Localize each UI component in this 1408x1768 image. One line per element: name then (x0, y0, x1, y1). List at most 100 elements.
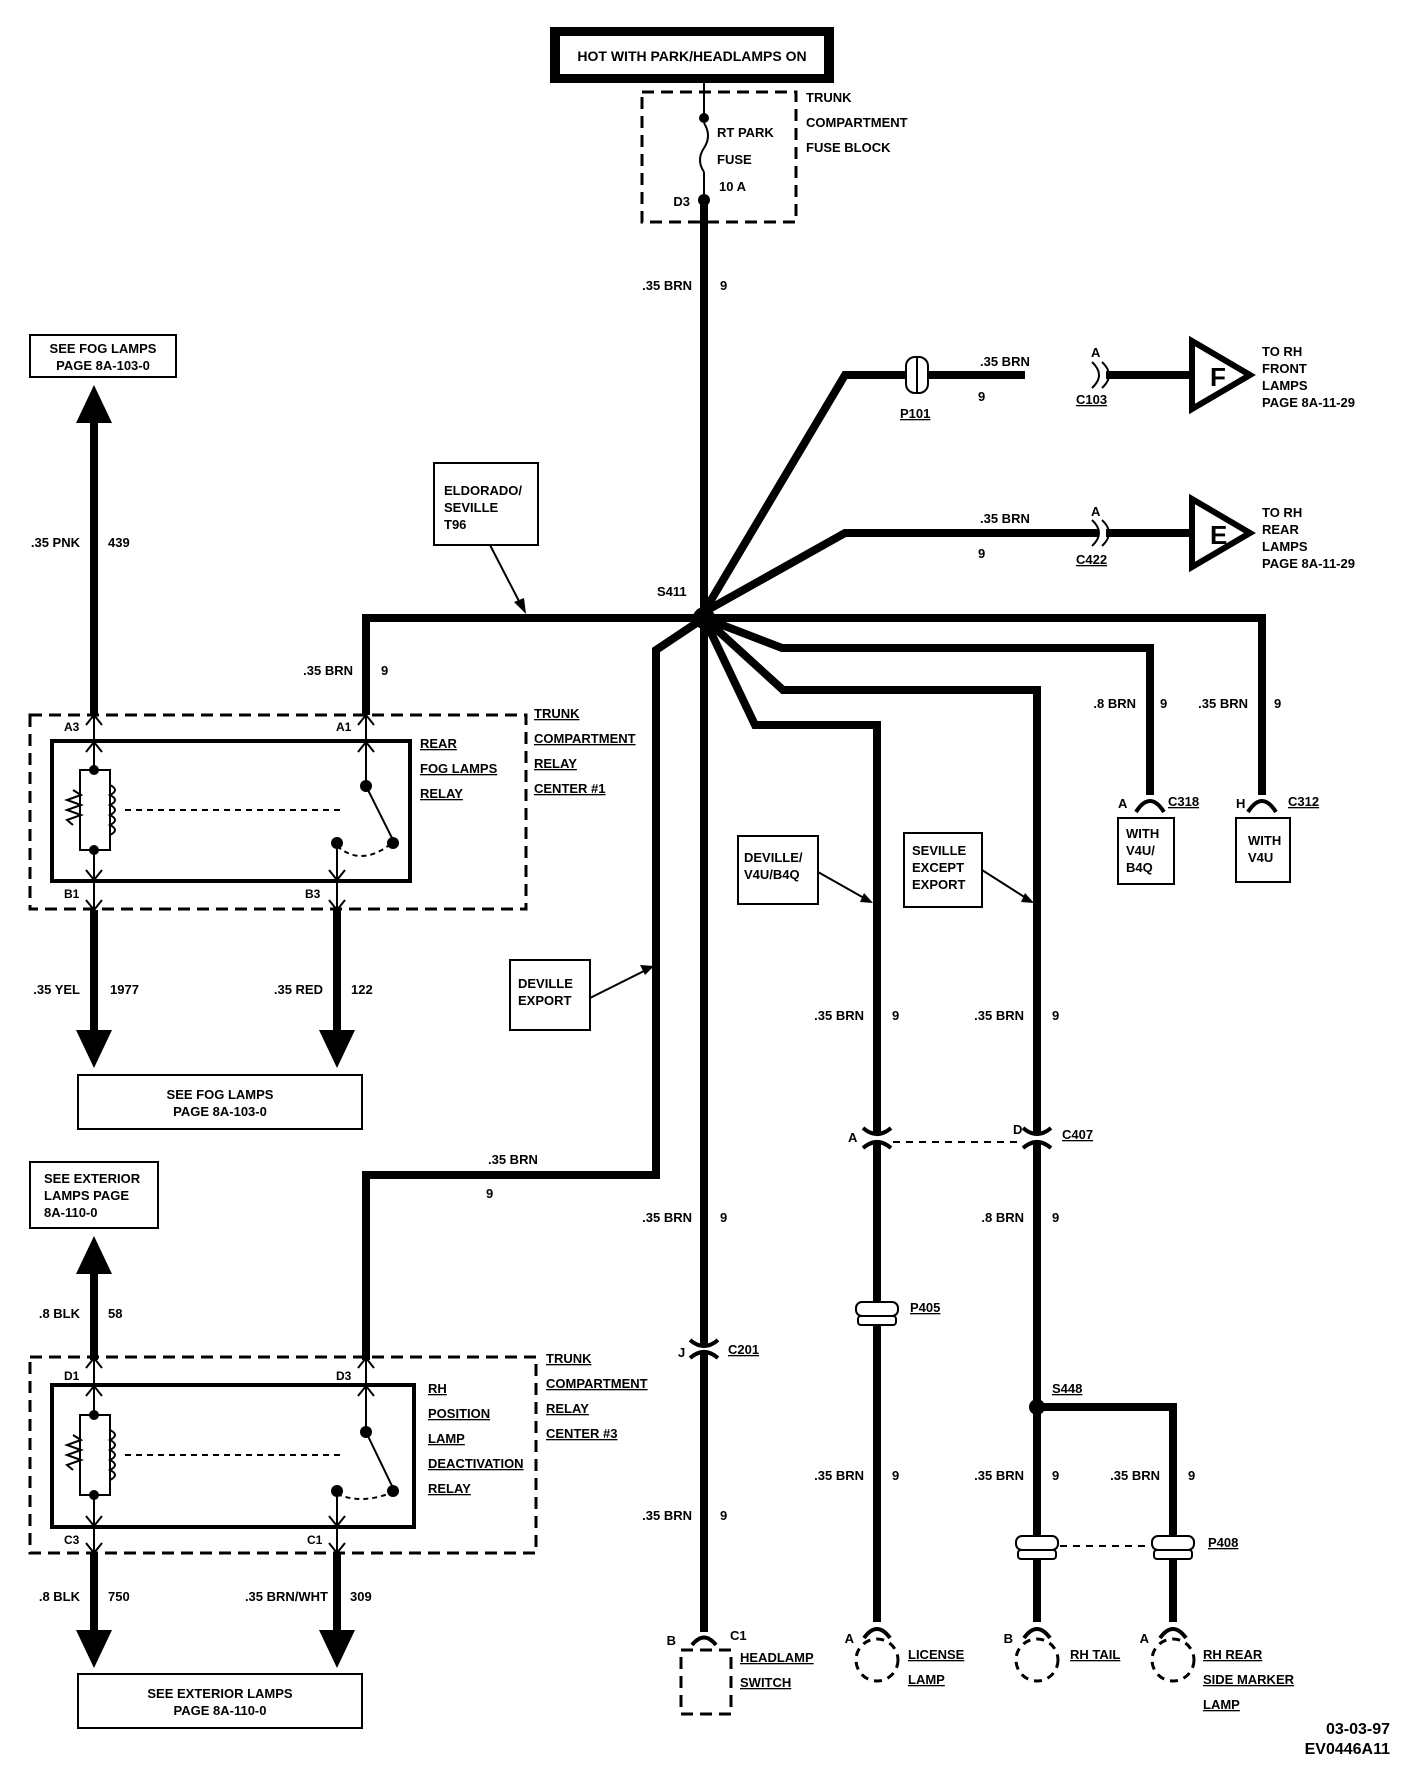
c103-connector (1091, 361, 1100, 389)
fog-top-ref-box (29, 334, 177, 378)
tail-wire-circuit: 9 (1052, 1468, 1059, 1483)
ext-out-left-arrow (76, 1630, 112, 1668)
license-lamp-pin: A (845, 1631, 855, 1646)
fog-top-ref-1: PAGE 8A-103-0 (56, 358, 150, 373)
c407-pin: D (1013, 1122, 1022, 1137)
marker-lamp-2: LAMP (1203, 1697, 1240, 1712)
license-lower-circuit: 9 (892, 1468, 899, 1483)
flag-e: E (1189, 493, 1256, 573)
flag-f: F (1189, 335, 1256, 415)
fog-bottom-ref-1: PAGE 8A-103-0 (173, 1104, 267, 1119)
headlamp-switch-terminal (690, 1635, 718, 1647)
seville-upper-circuit: 9 (1052, 1008, 1059, 1023)
c407-label: C407 (1062, 1127, 1093, 1142)
main-wire-size: .35 BRN (642, 278, 692, 293)
fog-top-ref-0: SEE FOG LAMPS (50, 341, 157, 356)
license-branch-wire (700, 616, 881, 1132)
pos-relay-name-3: DEACTIVATION (428, 1456, 524, 1471)
eldorado-note-box (433, 462, 539, 546)
fog-bottom-ref-box (77, 1074, 363, 1130)
ext-out-left-circuit: 750 (108, 1589, 130, 1604)
fog-relay-center-3: CENTER #1 (534, 781, 606, 796)
p405-label: P405 (910, 1300, 940, 1315)
tail-lamp-icon (1014, 1637, 1060, 1683)
pos-relay-center-3: CENTER #3 (546, 1426, 618, 1441)
c312-label: C312 (1288, 794, 1319, 809)
headlamp-switch-pin-b: B (667, 1633, 676, 1648)
c318-label: C318 (1168, 794, 1199, 809)
fuse-block-line-1: COMPARTMENT (806, 115, 908, 130)
headlamp-lower-size: .35 BRN (642, 1508, 692, 1523)
fuse-line-1: FUSE (717, 152, 752, 167)
c312-option-0: WITH (1248, 833, 1281, 848)
ext-top-ref-0: SEE EXTERIOR (44, 1171, 141, 1186)
deville-v4u-0: DEVILLE/ (744, 850, 803, 865)
rear-wire-circuit: 9 (978, 546, 985, 561)
fuse-block-line-0: TRUNK (806, 90, 852, 105)
fog-top-wire-circuit: 439 (108, 535, 130, 550)
headlamp-switch-1: SWITCH (740, 1675, 791, 1690)
flag-f-letter: F (1210, 362, 1226, 392)
flag-e-letter: E (1210, 520, 1227, 550)
fog-relay-center-0: TRUNK (534, 706, 580, 721)
ext-bottom-ref-0: SEE EXTERIOR LAMPS (147, 1686, 293, 1701)
rear-dest-2: LAMPS (1262, 539, 1308, 554)
export-wire-circuit: 9 (486, 1186, 493, 1201)
p408-label: P408 (1208, 1535, 1238, 1550)
hot-source-label: HOT WITH PARK/HEADLAMPS ON (577, 48, 806, 64)
license-upper-size: .35 BRN (814, 1008, 864, 1023)
c103-label: C103 (1076, 392, 1107, 407)
fog-relay-center (28, 713, 528, 912)
deville-export-1: EXPORT (518, 993, 572, 1008)
license-upper-circuit: 9 (892, 1008, 899, 1023)
fuse-icon (699, 122, 709, 173)
p101-connector (905, 356, 929, 394)
pos-relay-pin-d3: D3 (336, 1369, 352, 1383)
ext-out-right-size: .35 BRN/WHT (245, 1589, 328, 1604)
marker-lamp-icon (1150, 1637, 1196, 1683)
main-wire-circuit: 9 (720, 278, 727, 293)
c318-option-1: V4U/ (1126, 843, 1155, 858)
fuse-line-0: RT PARK (717, 125, 774, 140)
eldorado-note-1: SEVILLE (444, 500, 499, 515)
fog-out-right-circuit: 122 (351, 982, 373, 997)
c312-pin: H (1236, 796, 1245, 811)
marker-lamp-1: SIDE MARKER (1203, 1672, 1295, 1687)
front-wire-size: .35 BRN (980, 354, 1030, 369)
license-conn-pin: A (848, 1130, 858, 1145)
pos-relay-name-4: RELAY (428, 1481, 471, 1496)
front-dest-2: LAMPS (1262, 378, 1308, 393)
headlamp-switch-pin-c1: C1 (730, 1628, 747, 1643)
position-relay-center (28, 1355, 538, 1555)
seville-mid-size: .8 BRN (981, 1210, 1024, 1225)
headlamp-upper-size: .35 BRN (642, 1210, 692, 1225)
pos-relay-name-2: LAMP (428, 1431, 465, 1446)
c312-branch-wire (704, 614, 1266, 795)
rear-branch-wire (702, 529, 1098, 616)
seville-branch-wire (701, 615, 1041, 1132)
fog-out-left-circuit: 1977 (110, 982, 139, 997)
c201-label: C201 (728, 1342, 759, 1357)
fuse-top-terminal (699, 113, 709, 123)
c422-pin: A (1091, 504, 1101, 519)
ext-top-wire-size: .8 BLK (39, 1306, 81, 1321)
pos-relay-pin-c3: C3 (64, 1533, 80, 1547)
headlamp-upper-circuit: 9 (720, 1210, 727, 1225)
c318-wire-size: .8 BRN (1093, 696, 1136, 711)
doc-date: 03-03-97 (1326, 1721, 1390, 1738)
fog-relay-pin-a3: A3 (64, 720, 80, 734)
pos-relay-pin-c1: C1 (307, 1533, 323, 1547)
ext-top-ref-box (29, 1161, 159, 1229)
fog-out-left-arrow (76, 1030, 112, 1068)
c318-wire-circuit: 9 (1160, 696, 1167, 711)
c318-pin: A (1118, 796, 1128, 811)
ext-out-right-arrow (319, 1630, 355, 1668)
tail-wire-size: .35 BRN (974, 1468, 1024, 1483)
fog-relay-pin-b3: B3 (305, 887, 321, 901)
marker-wire-size: .35 BRN (1110, 1468, 1160, 1483)
p408-connector (1015, 1535, 1195, 1560)
deville-export-0: DEVILLE (518, 976, 573, 991)
license-lamp-1: LAMP (908, 1672, 945, 1687)
rear-dest-0: TO RH (1262, 505, 1302, 520)
front-wire-circuit: 9 (978, 389, 985, 404)
